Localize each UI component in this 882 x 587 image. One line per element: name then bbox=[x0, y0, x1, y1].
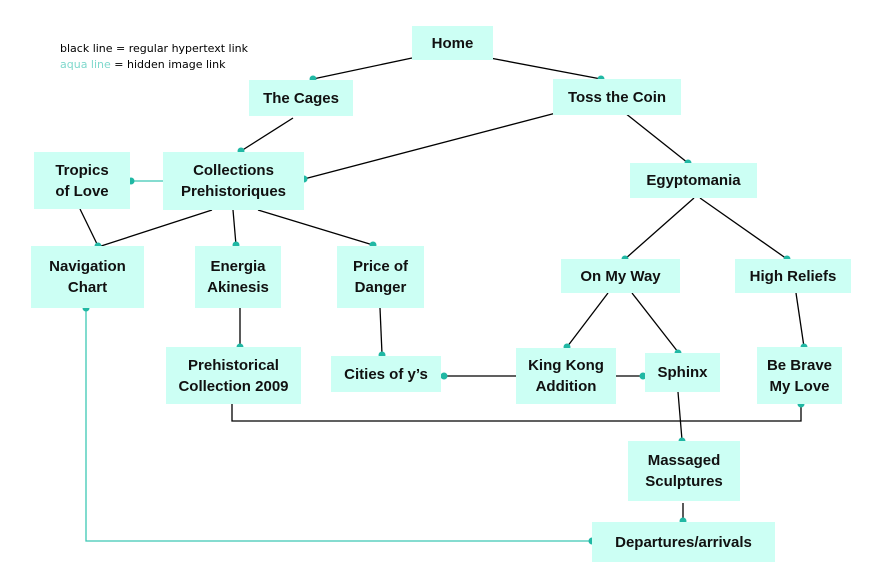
link-endpoint-dot bbox=[440, 372, 448, 380]
hypertext-link-line bbox=[566, 292, 609, 348]
node-tropics-of-love[interactable]: Tropics of Love bbox=[34, 152, 130, 209]
hypertext-link-line bbox=[489, 57, 602, 80]
hypertext-link-line bbox=[677, 391, 683, 441]
hypertext-link-line bbox=[97, 209, 213, 248]
hypertext-link-line bbox=[631, 292, 679, 353]
hypertext-link-line bbox=[303, 112, 557, 180]
node-navigation-chart[interactable]: Navigation Chart bbox=[31, 246, 144, 308]
legend-black-line: black line = regular hypertext link bbox=[60, 42, 248, 55]
node-the-cages[interactable]: The Cages bbox=[249, 80, 353, 116]
node-on-my-way[interactable]: On My Way bbox=[561, 259, 680, 293]
node-collections-prehistoriques[interactable]: Collections Prehistoriques bbox=[163, 152, 304, 210]
hypertext-link-line bbox=[624, 112, 689, 164]
hypertext-link-line bbox=[379, 307, 383, 355]
node-sphinx[interactable]: Sphinx bbox=[645, 353, 720, 392]
hidden-image-link-line bbox=[85, 308, 592, 542]
hypertext-link-line bbox=[257, 209, 374, 246]
legend-aqua-label: aqua line bbox=[60, 58, 111, 71]
legend-aqua-description: = hidden image link bbox=[110, 58, 226, 71]
node-be-brave-my-love[interactable]: Be Brave My Love bbox=[757, 347, 842, 404]
node-price-of-danger[interactable]: Price of Danger bbox=[337, 246, 424, 308]
hypertext-link-line bbox=[240, 117, 294, 152]
node-toss-the-coin[interactable]: Toss the Coin bbox=[553, 79, 681, 115]
node-cities-of-ys[interactable]: Cities of y’s bbox=[331, 356, 441, 392]
hypertext-link-line bbox=[231, 404, 802, 422]
node-energia-akinesis[interactable]: Energia Akinesis bbox=[195, 246, 281, 308]
node-high-reliefs[interactable]: High Reliefs bbox=[735, 259, 851, 293]
hypertext-link-line bbox=[232, 209, 237, 246]
link-endpoint-dot bbox=[639, 372, 647, 380]
node-prehistorical-collection-2009[interactable]: Prehistorical Collection 2009 bbox=[166, 347, 301, 404]
hypertext-link-line bbox=[795, 292, 805, 348]
hypertext-link-line bbox=[624, 197, 695, 260]
node-king-kong-addition[interactable]: King Kong Addition bbox=[516, 348, 616, 404]
legend-aqua-line: aqua line = hidden image link bbox=[60, 58, 225, 72]
node-home[interactable]: Home bbox=[412, 26, 493, 60]
node-egyptomania[interactable]: Egyptomania bbox=[630, 163, 757, 198]
node-massaged-sculptures[interactable]: Massaged Sculptures bbox=[628, 441, 740, 501]
node-departures-arrivals[interactable]: Departures/arrivals bbox=[592, 522, 775, 562]
hypertext-link-line bbox=[699, 197, 788, 260]
hypertext-link-line bbox=[312, 57, 413, 80]
hypertext-link-line bbox=[79, 208, 99, 247]
